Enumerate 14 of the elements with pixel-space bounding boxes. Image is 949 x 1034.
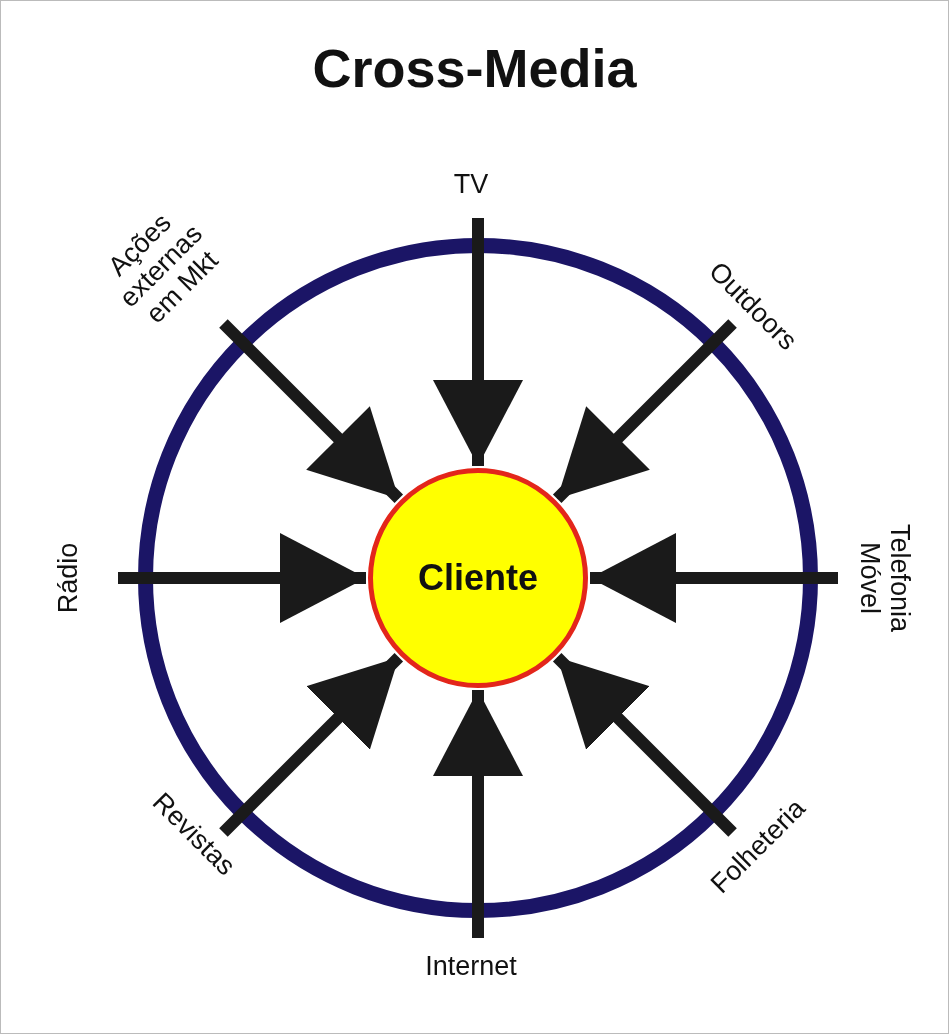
- media-label: TV: [441, 168, 501, 200]
- arrow: [219, 652, 404, 837]
- center-label: Cliente: [418, 557, 538, 599]
- arrow: [433, 218, 523, 466]
- arrow: [118, 533, 366, 623]
- arrow: [552, 652, 737, 837]
- media-label: Internet: [406, 950, 536, 982]
- media-label: Telefonia Móvel: [854, 508, 916, 648]
- title: Cross-Media: [311, 37, 638, 99]
- arrow: [590, 533, 838, 623]
- arrow: [552, 319, 737, 504]
- arrow: [433, 690, 523, 938]
- media-label: Rádio: [52, 528, 84, 628]
- arrow: [219, 319, 404, 504]
